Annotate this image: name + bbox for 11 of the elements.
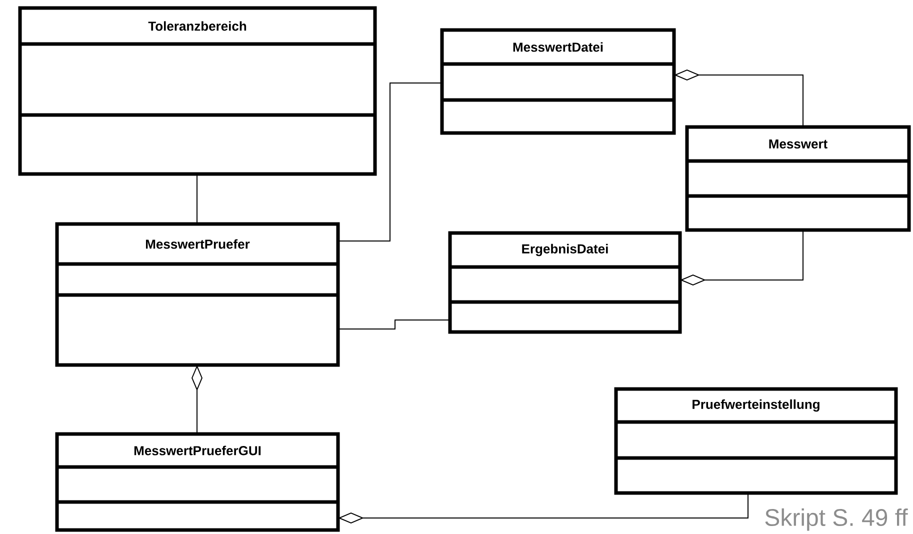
class-box: MesswertDatei bbox=[440, 28, 676, 135]
association-line bbox=[338, 82, 442, 242]
class-box: Pruefwerteinstellung bbox=[614, 387, 898, 495]
class-box: Toleranzbereich bbox=[18, 6, 377, 176]
class-box: MesswertPrueferGUI bbox=[55, 432, 340, 532]
association-line bbox=[196, 174, 198, 224]
class-box: Messwert bbox=[685, 125, 911, 232]
association-line bbox=[338, 320, 450, 330]
note-text: Skript S. 49 ff bbox=[765, 508, 908, 531]
class-box: ErgebnisDatei bbox=[448, 231, 682, 334]
class-box: MesswertPruefer bbox=[55, 222, 340, 367]
